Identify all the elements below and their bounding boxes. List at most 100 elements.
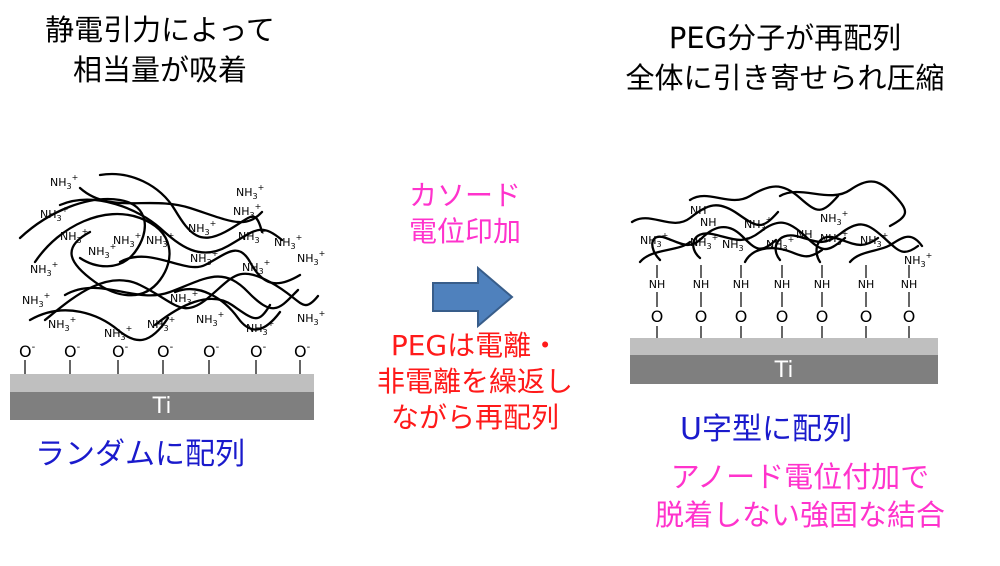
nh3-plus-label: NH3+ — [297, 249, 325, 267]
nh3-plus-label: NH3+ — [766, 235, 794, 253]
svg-text:NH: NH — [814, 278, 831, 291]
svg-text:O-: O- — [157, 342, 174, 361]
process-line2: 電位印加 — [408, 215, 521, 248]
oxide-site: O- — [112, 342, 129, 374]
svg-text:NH: NH — [774, 278, 791, 291]
anchor-column: O NH — [858, 265, 875, 338]
svg-text:O: O — [816, 307, 829, 326]
nh3-plus-label: NH3+ — [40, 205, 68, 223]
right-arrow-icon — [432, 265, 514, 329]
anchor-column: O NH — [693, 265, 710, 338]
left-heading: 静電引力によって 相当量が吸着 — [10, 10, 310, 90]
anchor-column: O NH — [649, 265, 666, 338]
right-note-line1: アノード電位付加で — [670, 460, 930, 494]
nh3-plus-label: NH3+ — [690, 233, 718, 251]
anchor-column: O NH — [814, 265, 831, 338]
process-note-line3: ながら再配列 — [390, 401, 559, 434]
nh3-plus-label: NH3+ — [188, 219, 216, 237]
nh3-plus-label: NH3+ — [146, 231, 174, 249]
right-heading: PEG分子が再配列 全体に引き寄せられ圧縮 — [585, 18, 985, 98]
right-heading-line2: 全体に引き寄せられ圧縮 — [625, 61, 945, 95]
nh3-plus-label: NH3+ — [242, 258, 270, 276]
nh-label: NH — [796, 228, 813, 241]
right-note-line2: 脱着しない強固な結合 — [654, 498, 945, 532]
nh3-plus-label: NH3+ — [113, 231, 141, 249]
process-line1: カソード — [408, 179, 521, 212]
nh3-plus-label: NH3+ — [170, 289, 198, 307]
nh3-plus-label: NH3+ — [190, 249, 218, 267]
nh-label: NH — [690, 204, 707, 217]
nh3-plus-label: NH3+ — [640, 231, 668, 249]
right-ti-label: Ti — [774, 358, 794, 383]
right-heading-line1: PEG分子が再配列 — [668, 21, 902, 55]
anchor-column: O NH — [901, 265, 918, 338]
nh3-plus-label: NH3+ — [744, 215, 772, 233]
nh3-plus-label: NH3+ — [30, 260, 58, 278]
nh3-plus-label: NH3+ — [48, 315, 76, 333]
left-peg-chains — [18, 172, 320, 342]
nh3-plus-label: NH3+ — [50, 173, 78, 191]
oxide-site: O- — [64, 342, 81, 374]
nh3-plus-label: NH3+ — [238, 227, 266, 245]
oxide-site: O- — [157, 342, 174, 374]
svg-text:O-: O- — [112, 342, 129, 361]
nh3-plus-label: NH3+ — [860, 231, 888, 249]
process-note-line2: 非電離を繰返し — [376, 365, 573, 398]
svg-text:O: O — [860, 307, 873, 326]
svg-text:NH: NH — [733, 278, 750, 291]
svg-text:O-: O- — [294, 342, 311, 361]
oxide-site: O- — [250, 342, 267, 374]
right-caption: U字型に配列 — [680, 412, 852, 447]
nh3-plus-label: NH3+ — [104, 324, 132, 342]
left-heading-line2: 相当量が吸着 — [72, 53, 247, 87]
oxide-site: O- — [203, 342, 220, 374]
process-note: PEGは電離・ 非電離を繰返し ながら再配列 — [350, 328, 600, 436]
nh3-plus-label: NH3+ — [22, 291, 50, 309]
svg-text:O-: O- — [250, 342, 267, 361]
left-ti-substrate: Ti — [10, 374, 314, 420]
right-ti-substrate: Ti — [630, 338, 938, 384]
svg-text:O: O — [651, 307, 664, 326]
oxide-site: O- — [19, 342, 36, 374]
right-peg-chains — [630, 180, 924, 264]
right-anchor-columns: O NH O NH O NH O NH O NH O NH O NH — [649, 265, 918, 338]
svg-text:O-: O- — [203, 342, 220, 361]
nh3-plus-label: NH3+ — [236, 183, 264, 201]
right-note: アノード電位付加で 脱着しない強固な結合 — [610, 458, 990, 534]
svg-text:O: O — [695, 307, 708, 326]
svg-text:O: O — [735, 307, 748, 326]
nh3-plus-label: NH3+ — [196, 310, 224, 328]
process-note-line1: PEGは電離・ — [390, 329, 560, 362]
nh3-plus-label: NH3+ — [904, 251, 932, 269]
svg-text:NH: NH — [858, 278, 875, 291]
svg-text:NH: NH — [649, 278, 666, 291]
nh3-plus-label: NH3+ — [274, 233, 302, 251]
nh3-plus-label: NH3+ — [820, 209, 848, 227]
left-ti-label: Ti — [152, 394, 172, 419]
nh3-plus-label: NH3+ — [722, 235, 750, 253]
nh3-plus-label: NH3+ — [297, 309, 325, 327]
svg-text:NH: NH — [693, 278, 710, 291]
oxide-site: O- — [294, 342, 311, 374]
svg-text:O-: O- — [64, 342, 81, 361]
left-caption: ランダムに配列 — [35, 437, 245, 472]
svg-text:O: O — [903, 307, 916, 326]
process-label: カソード 電位印加 — [360, 178, 570, 250]
left-ion-labels: NH3+NH3+NH3+NH3+NH3+NH3+NH3+NH3+NH3+NH3+… — [22, 173, 325, 342]
nh3-plus-label: NH3+ — [88, 242, 116, 260]
nh3-plus-label: NH3+ — [820, 229, 848, 247]
svg-text:O-: O- — [19, 342, 36, 361]
nh3-plus-label: NH3+ — [233, 202, 261, 220]
anchor-column: O NH — [733, 265, 750, 338]
left-heading-line1: 静電引力によって — [45, 13, 275, 47]
svg-text:O: O — [776, 307, 789, 326]
nh3-plus-label: NH3+ — [147, 315, 175, 333]
svg-text:NH: NH — [901, 278, 918, 291]
nh3-plus-label: NH3+ — [246, 319, 274, 337]
anchor-column: O NH — [774, 265, 791, 338]
nh-label: NH — [700, 216, 717, 229]
nh3-plus-label: NH3+ — [60, 227, 88, 245]
left-oxide-sites: O- O- O- O- O- O- O- — [19, 342, 311, 374]
